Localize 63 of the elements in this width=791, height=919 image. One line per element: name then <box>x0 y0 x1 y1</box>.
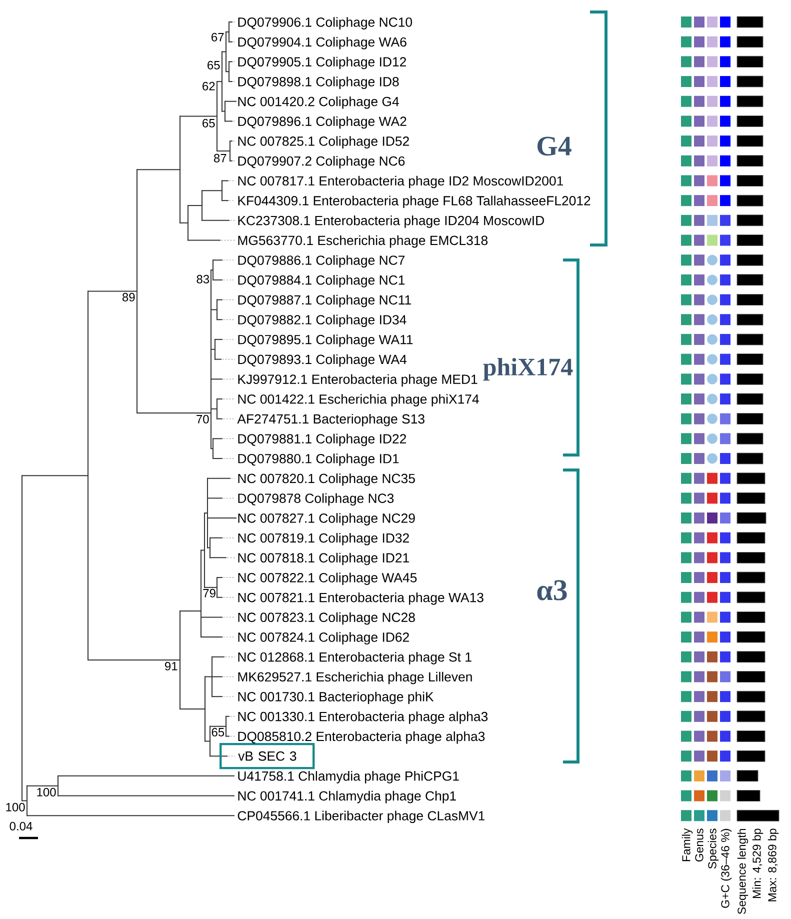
taxon-label: NC 007827.1 Coliphage NC29 <box>238 513 415 526</box>
taxon-label: DQ079895.1 Coliphage WA11 <box>238 334 413 347</box>
bootstrap-value: 91 <box>165 662 178 670</box>
bootstrap-value: 62 <box>202 82 215 90</box>
taxon-label: DQ079898.1 Coliphage ID8 <box>238 76 399 89</box>
taxon-label: NC 007823.1 Coliphage NC28 <box>238 612 415 625</box>
bootstrap-value: 67 <box>212 32 224 42</box>
column-header: G+C (36–46 %) <box>720 828 732 908</box>
taxon-label: AF274751.1 Bacteriophage S13 <box>237 414 424 426</box>
taxon-label: NC 007818.1 Coliphage ID21 <box>238 552 409 566</box>
taxon-label: DQ079893.1 Coliphage WA4 <box>238 354 407 367</box>
taxon-label: DQ079896.1 Coliphage WA2 <box>238 116 406 129</box>
bootstrap-value: 79 <box>203 588 216 598</box>
taxon-label: KF044309.1 Enterobacteria phage FL68 TallahasseeFL2012 <box>238 196 590 208</box>
taxon-label: NC 007817.1 Enterobacteria phage ID2 MoscowID2001 <box>238 176 564 188</box>
taxon-label: MK629527.1 Escherichia phage Lilleven <box>238 672 472 684</box>
taxon-label: NC 012868.1 Enterobacteria phage St 1 <box>238 652 472 664</box>
clade-label: G4 <box>537 136 572 156</box>
bootstrap-value: 87 <box>214 154 226 162</box>
taxon-label: DQ079886.1 Coliphage NC7 <box>238 255 405 268</box>
taxon-label: DQ079887.1 Coliphage NC11 <box>238 294 411 308</box>
bootstrap-value: 70 <box>196 414 209 424</box>
bootstrap-value: 100 <box>37 788 56 796</box>
taxon-label: NC 001330.1 Enterobacteria phage alpha3 <box>238 712 488 724</box>
taxon-label: DQ079907.2 Coliphage NC6 <box>238 156 405 168</box>
taxon-label: NC 001420.2 Coliphage G4 <box>238 96 399 109</box>
column-header: Species <box>708 828 719 869</box>
taxon-label: KC237308.1 Enterobacteria phage ID204 MoscowID <box>238 216 544 228</box>
taxon-label: NC 001422.1 Escherichia phage phiX174 <box>238 394 479 406</box>
taxon-label: DQ079878 Coliphage NC3 <box>238 493 394 506</box>
taxon-label: NC 001741.1 Chlamydia phage Chp1 <box>238 790 456 804</box>
highlight-box: vB SEC 3 <box>220 742 315 770</box>
taxon-label: NC 007820.1 Coliphage NC35 <box>238 473 415 486</box>
taxon-label: NC 007825.1 Coliphage ID52 <box>238 136 409 148</box>
bootstrap-value: 65 <box>212 728 224 736</box>
taxon-label: DQ079880.1 Coliphage ID1 <box>238 454 399 466</box>
taxon-label: NC 007822.1 Coliphage WA45 <box>238 572 417 585</box>
scale-value: 0.04 <box>10 822 32 830</box>
bootstrap-value: 89 <box>122 292 135 302</box>
bootstrap-value: 100 <box>6 802 25 812</box>
taxon-label: NC 007824.1 Coliphage ID62 <box>238 632 409 644</box>
taxon-label: NC 007821.1 Enterobacteria phage WA13 <box>238 592 484 605</box>
taxon-label: DQ079904.1 Coliphage WA6 <box>238 36 406 50</box>
taxon-label: MG563770.1 Escherichia phage EMCL318 <box>238 235 488 248</box>
taxon-label: NC 001730.1 Bacteriophage phiK <box>238 692 434 704</box>
taxon-label: DQ079881.1 Coliphage ID22 <box>238 434 406 446</box>
column-header: Max: 8,869 bp <box>768 828 779 902</box>
bootstrap-value: 83 <box>196 274 210 284</box>
taxon-label: DQ079882.1 Coliphage ID34 <box>238 314 406 328</box>
clade-label: α3 <box>537 580 567 600</box>
taxon-label: DQ079906.1 Coliphage NC10 <box>238 17 412 30</box>
taxon-label: KJ997912.1 Enterobacteria phage MED1 <box>238 374 478 387</box>
column-header: Family <box>682 828 693 862</box>
bootstrap-value: 65 <box>208 60 220 70</box>
taxon-label: DQ079884.1 Coliphage NC1 <box>238 275 405 288</box>
clade-label: phiX174 <box>483 358 573 381</box>
column-header: Genus <box>695 828 704 862</box>
column-header: Min: 4,529 bp <box>752 828 764 898</box>
taxon-label: NC 007819.1 Coliphage ID32 <box>238 532 409 546</box>
taxon-label: DQ079905.1 Coliphage ID12 <box>238 56 406 70</box>
bootstrap-value: 65 <box>202 118 215 128</box>
taxon-label: CP045566.1 Liberibacter phage CLasMV1 <box>238 810 485 824</box>
column-header: Sequence length <box>737 828 748 914</box>
